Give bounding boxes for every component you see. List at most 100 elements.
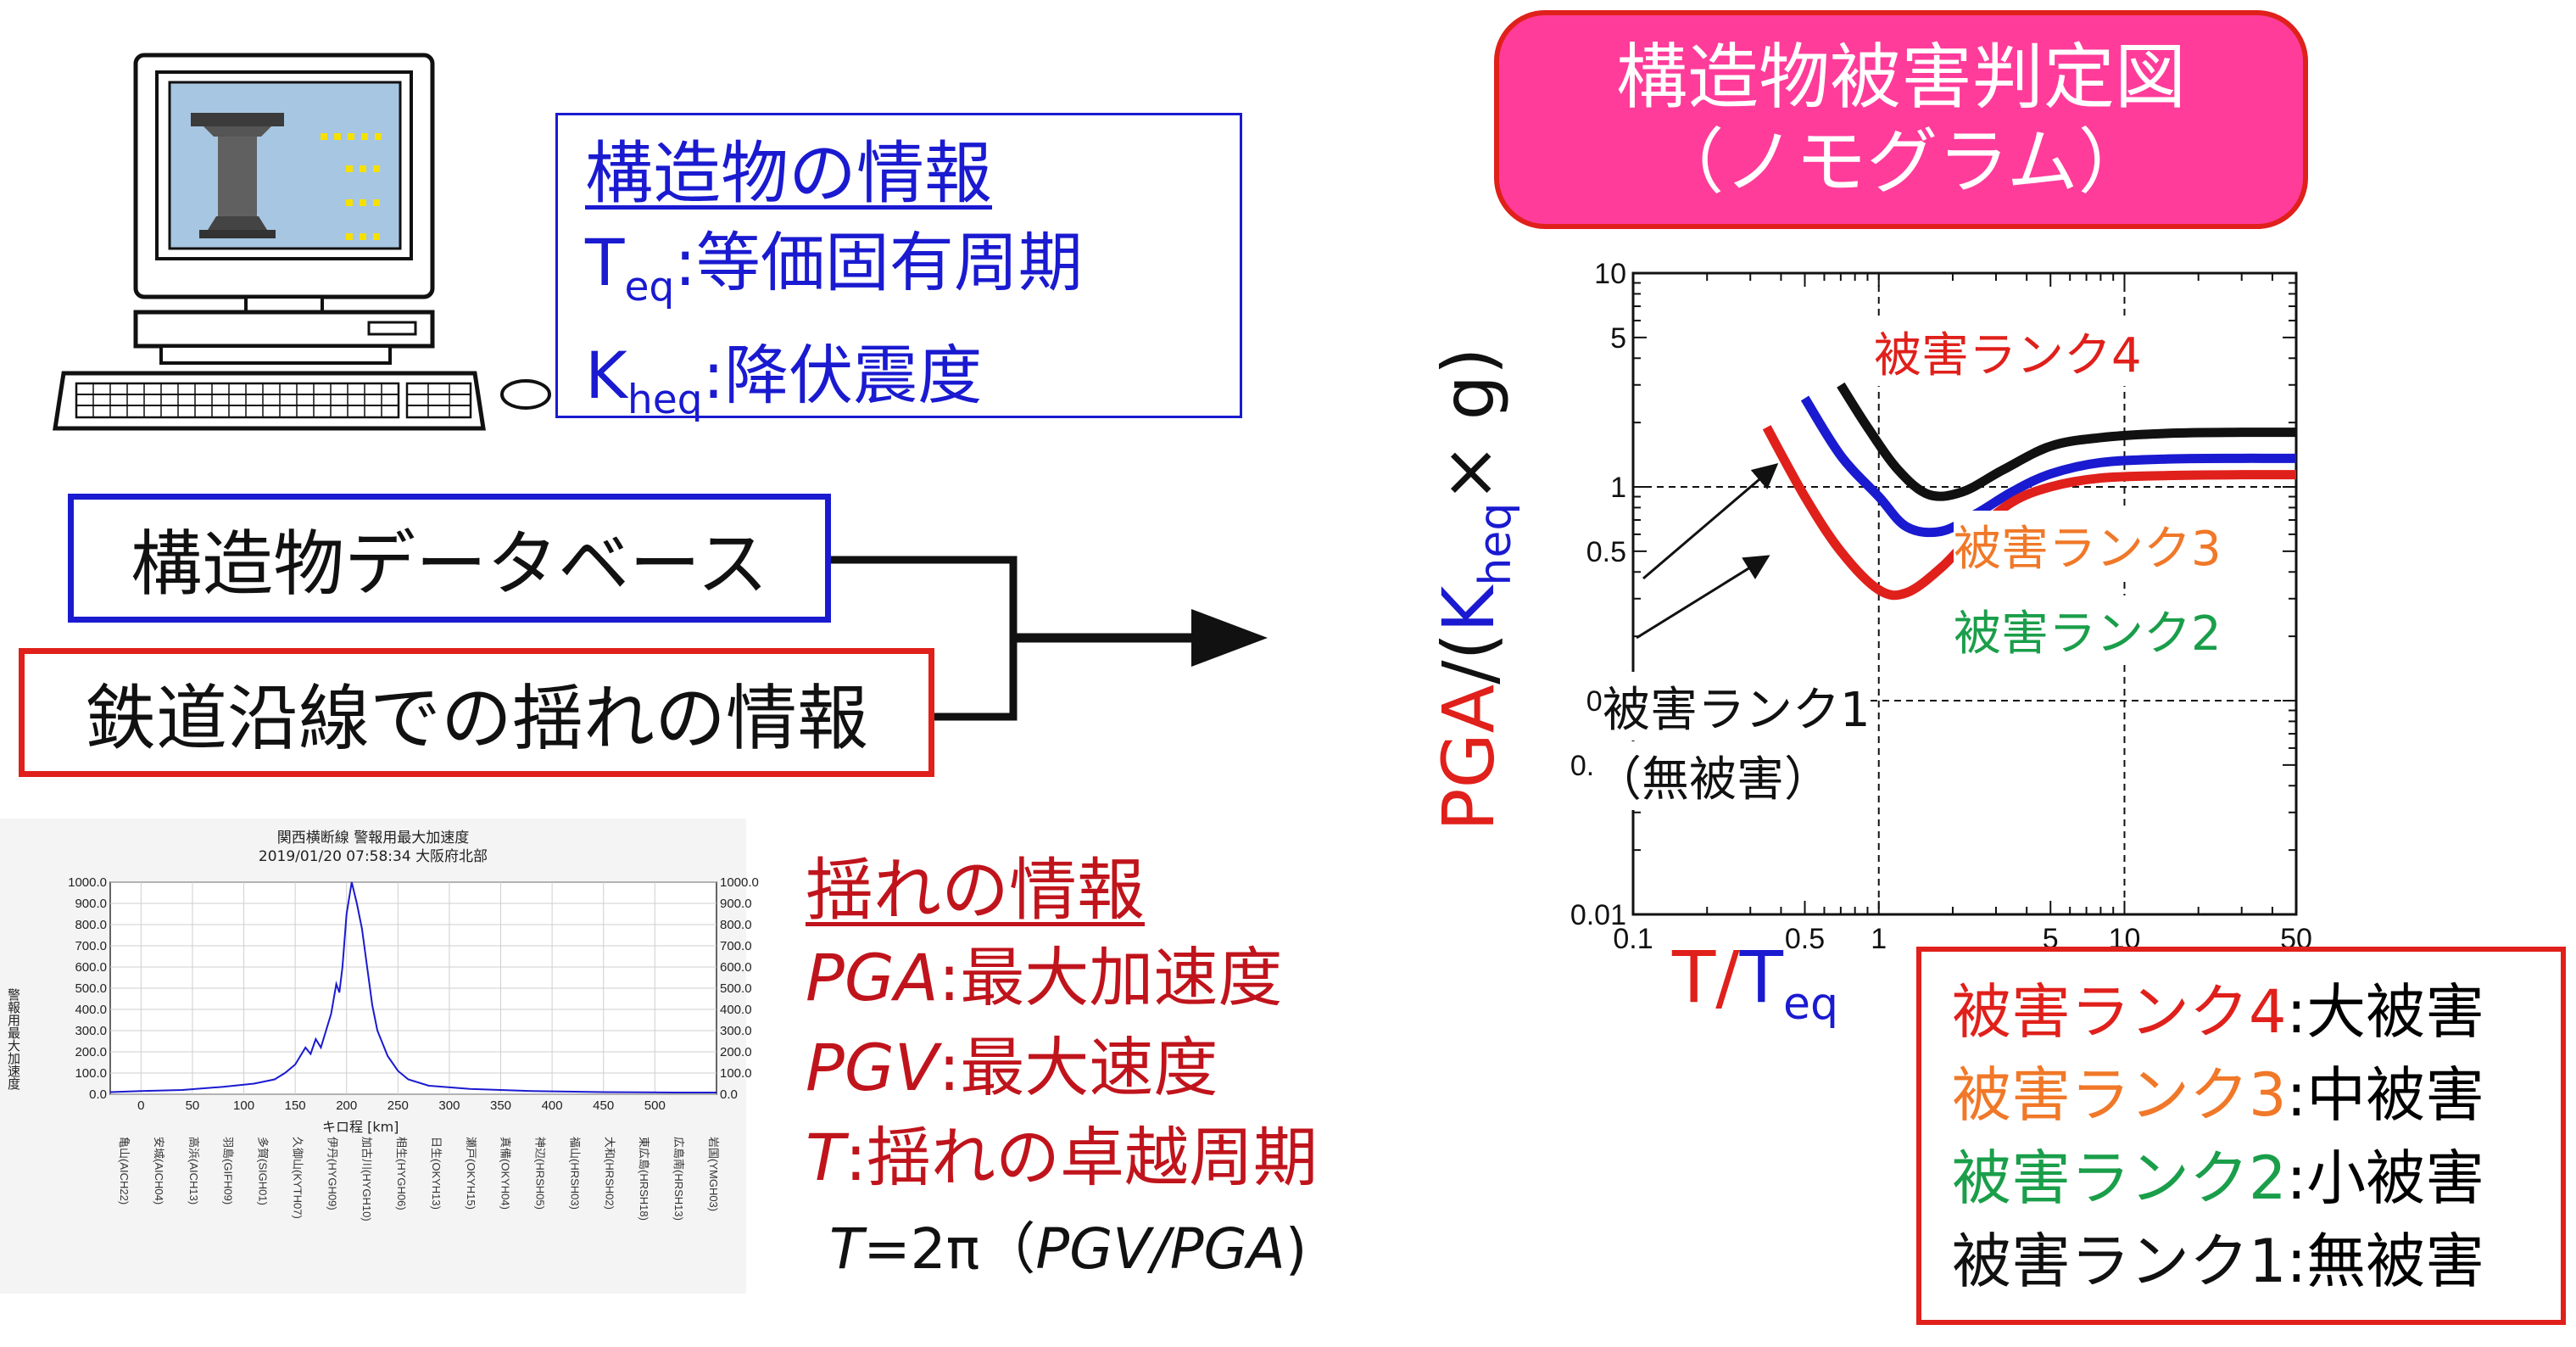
station-label: 岩国(YMGH03) bbox=[707, 1137, 720, 1211]
formula-t: T bbox=[829, 1216, 864, 1282]
mini-y-tick-right: 0.0 bbox=[720, 1087, 738, 1102]
station-label: 大和(HRSH02) bbox=[603, 1137, 616, 1210]
mini-y-tick-right: 200.0 bbox=[720, 1045, 752, 1059]
mini-y-tick-right: 500.0 bbox=[720, 981, 752, 996]
station-label: 羽島(GIFH09) bbox=[222, 1137, 235, 1204]
region-label-rank1: 被害ランク1 bbox=[1603, 672, 1871, 741]
formula-ratio: PGV/PGA bbox=[1035, 1216, 1285, 1282]
mini-y-tick-right: 700.0 bbox=[720, 939, 752, 953]
station-label: 高浜(AICH13) bbox=[187, 1137, 200, 1204]
kheq-symbol: K bbox=[585, 337, 627, 413]
legend-rank3-label: 被害ランク3 bbox=[1952, 1060, 2287, 1130]
station-label: 相生(HYGH06) bbox=[395, 1137, 408, 1210]
mini-x-tick: 500 bbox=[644, 1098, 666, 1113]
mini-chart-xlabel: キロ程 [km] bbox=[322, 1119, 399, 1135]
boundary-curve-rank4 bbox=[1837, 382, 2297, 501]
xlabel-teq: T bbox=[1739, 936, 1783, 1019]
pga-symbol: PGA bbox=[806, 940, 939, 1015]
mini-x-tick: 450 bbox=[593, 1098, 614, 1113]
period-formula: T=2π（PGV/PGA) bbox=[806, 1203, 1484, 1296]
t-description: :揺れの卓越周期 bbox=[845, 1120, 1319, 1195]
legend-item-rank2: 被害ランク2:小被害 bbox=[1952, 1137, 2561, 1220]
kheq-line: Kheq:降伏震度 bbox=[585, 335, 1240, 441]
mini-x-tick: 0 bbox=[137, 1098, 144, 1113]
damage-rank-legend: 被害ランク4:大被害 被害ランク3:中被害 被害ランク2:小被害 被害ランク1:… bbox=[1916, 947, 2566, 1325]
legend-item-rank1: 被害ランク1:無被害 bbox=[1952, 1220, 2561, 1303]
computer-illustration bbox=[53, 53, 551, 431]
mini-y-tick-left: 700.0 bbox=[75, 939, 107, 953]
y-tick-label: 0.5 bbox=[1586, 536, 1626, 568]
station-label: 安城(AICH04) bbox=[153, 1137, 165, 1204]
pgv-line: PGV:最大速度 bbox=[806, 1023, 1484, 1113]
mini-x-tick: 100 bbox=[233, 1098, 254, 1113]
nomogram-title-box: 構造物被害判定図 （ノモグラム） bbox=[1494, 10, 2308, 229]
mini-y-tick-left: 0.0 bbox=[89, 1087, 107, 1102]
mini-y-tick-left: 100.0 bbox=[75, 1066, 107, 1081]
formula-end: ) bbox=[1285, 1216, 1308, 1282]
y-tick-label: 5 bbox=[1610, 322, 1626, 355]
y-tick-label: 0.01 bbox=[1570, 899, 1626, 931]
mini-x-tick: 50 bbox=[186, 1098, 200, 1113]
mini-y-tick-left: 200.0 bbox=[75, 1045, 107, 1059]
mini-x-tick: 150 bbox=[285, 1098, 306, 1113]
connector-arrowhead bbox=[1191, 609, 1268, 667]
mini-y-tick-right: 600.0 bbox=[720, 960, 752, 975]
region-label-rank3: 被害ランク3 bbox=[1954, 511, 2222, 579]
station-label: 福山(HRSH03) bbox=[568, 1137, 581, 1210]
kheq-description: :降伏震度 bbox=[702, 337, 983, 413]
structure-info-heading: 構造物の情報 bbox=[585, 134, 992, 213]
station-label: 伊丹(HYGH09) bbox=[326, 1137, 338, 1210]
pga-line: PGA:最大加速度 bbox=[806, 933, 1484, 1023]
arrow-rank3 bbox=[1642, 463, 1779, 580]
legend-item-rank4: 被害ランク4:大被害 bbox=[1952, 970, 2561, 1054]
station-label: 瀬戸(OKYH15) bbox=[465, 1137, 477, 1210]
xlabel-t: T/ bbox=[1672, 936, 1740, 1019]
legend-rank4-label: 被害ランク4 bbox=[1952, 977, 2287, 1047]
y-tick-label: 1 bbox=[1610, 472, 1626, 504]
t-symbol: T bbox=[806, 1120, 845, 1195]
boundary-curve-rank3 bbox=[1800, 395, 2297, 538]
y-tick-label: 10 bbox=[1594, 258, 1626, 290]
legend-rank2-label: 被害ランク2 bbox=[1952, 1143, 2287, 1213]
legend-rank2-sep: : bbox=[2286, 1143, 2307, 1213]
teq-description: :等価固有周期 bbox=[674, 225, 1083, 300]
mini-pga-series bbox=[109, 881, 716, 1093]
legend-rank2-desc: 小被害 bbox=[2306, 1143, 2485, 1213]
mini-y-tick-left: 900.0 bbox=[75, 897, 107, 911]
teq-symbol: T bbox=[585, 225, 625, 300]
mini-x-tick: 350 bbox=[490, 1098, 511, 1113]
station-label: 亀山(AICH22) bbox=[118, 1137, 131, 1204]
region-label-rank2: 被害ランク2 bbox=[1954, 595, 2222, 664]
mini-y-tick-right: 1000.0 bbox=[720, 875, 759, 890]
station-label: 日生(OKYH13) bbox=[430, 1137, 443, 1210]
ylabel-pga: PGA bbox=[1427, 684, 1510, 831]
shaking-info-heading: 揺れの情報 bbox=[806, 851, 1145, 930]
legend-rank3-sep: : bbox=[2286, 1060, 2307, 1130]
formula-mid: =2π（ bbox=[863, 1216, 1036, 1282]
legend-rank4-desc: 大被害 bbox=[2306, 977, 2485, 1047]
pgv-symbol: PGV bbox=[806, 1030, 939, 1105]
pgv-description: :最大速度 bbox=[938, 1030, 1218, 1105]
ylabel-kheq-sub: heq bbox=[1469, 502, 1521, 586]
shaking-label: 鉄道沿線での揺れの情報 bbox=[84, 676, 868, 760]
legend-rank1-desc: 無被害 bbox=[2306, 1227, 2485, 1296]
nomogram-title-line2: （ノモグラム） bbox=[1653, 120, 2149, 204]
teq-line: Teq:等価固有周期 bbox=[585, 215, 1240, 335]
station-label: 加古川(HYGH10) bbox=[360, 1137, 373, 1221]
region-label-rank4: 被害ランク4 bbox=[1874, 317, 2142, 386]
ylabel-mid: /( bbox=[1427, 632, 1510, 685]
legend-rank1-label: 被害ランク1 bbox=[1952, 1227, 2287, 1296]
mini-y-tick-left: 300.0 bbox=[75, 1024, 107, 1038]
structure-info-box: 構造物の情報 Teq:等価固有周期 Kheq:降伏震度 bbox=[555, 113, 1242, 423]
station-label: 多賀(SIGH01) bbox=[257, 1137, 270, 1205]
legend-rank4-sep: : bbox=[2286, 977, 2307, 1047]
kheq-subscript: heq bbox=[627, 376, 703, 423]
teq-subscript: eq bbox=[624, 263, 675, 310]
region-label-rank1-note: （無被害） bbox=[1594, 741, 1832, 810]
shaking-info-block: 揺れの情報 PGA:最大加速度 PGV:最大速度 T:揺れの卓越周期 T=2π（… bbox=[806, 848, 1484, 1340]
mini-y-tick-left: 500.0 bbox=[75, 981, 107, 996]
legend-item-rank3: 被害ランク3:中被害 bbox=[1952, 1054, 2561, 1137]
pga-description: :最大加速度 bbox=[938, 940, 1283, 1015]
